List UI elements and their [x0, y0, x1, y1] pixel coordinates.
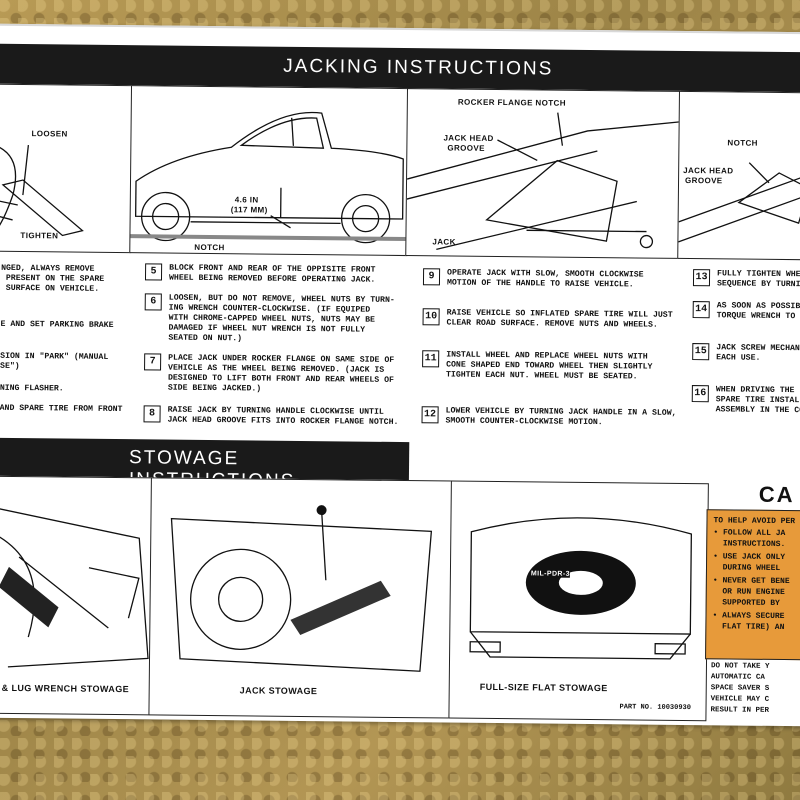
caution-line: • ALWAYS SECURE: [712, 611, 785, 622]
jack-stowage-drawing: [170, 505, 433, 672]
flat-stowage-caption: FULL-SIZE FLAT STOWAGE: [479, 681, 608, 694]
jack-head-right-label: JACK HEAD: [683, 165, 734, 176]
caution-line: SUPPORTED BY: [712, 598, 780, 608]
groove-right-label: GROOVE: [685, 175, 723, 186]
rocker-flange-notch-label: ROCKER FLANGE NOTCH: [457, 97, 566, 108]
caution-line: DURING WHEEL: [712, 563, 781, 573]
note-line: SPACE SAVER S: [710, 684, 770, 693]
tire-sidewall-text: MIL-PDR-3: [530, 570, 570, 578]
instruction-sticker: JACKING INSTRUCTIONS LOOSEN TIGHTEN 4.6 …: [0, 23, 800, 727]
step-fragment: SE"): [0, 361, 20, 372]
wheel-nut-drawing: [0, 144, 84, 237]
jack-head-label: JACK HEAD: [443, 133, 494, 143]
jack-notch-drawing: [406, 112, 680, 251]
step-fragment: SURFACE ON VEHICLE.: [0, 283, 100, 294]
step-fragment: E AND SET PARKING BRAKE: [0, 319, 114, 330]
caution-line: • FOLLOW ALL JA: [713, 528, 786, 539]
jack-lift-drawing: [678, 162, 800, 243]
note-line: RESULT IN PER: [710, 706, 770, 715]
caution-line: TO HELP AVOID PER: [713, 516, 796, 527]
loosen-label: LOOSEN: [31, 129, 68, 139]
part-number: PART NO. 10030930: [619, 703, 691, 713]
jack-label: JACK: [432, 237, 456, 247]
step-fragment: AND SPARE TIRE FROM FRONT: [0, 403, 123, 415]
caution-line: FLAT TIRE) AN: [712, 622, 785, 633]
caution-title: CA: [758, 481, 795, 508]
figure-jack-stowage: JACK STOWAGE: [148, 477, 453, 719]
measure-mm: (117 MM): [230, 205, 268, 215]
caution-box: TO HELP AVOID PER • FOLLOW ALL JA INSTRU…: [705, 509, 800, 661]
figure-lug-wrench-stowage: & LUG WRENCH STOWAGE: [0, 475, 153, 716]
figure-wheel-nuts: LOOSEN TIGHTEN: [0, 83, 134, 254]
tighten-label: TIGHTEN: [20, 231, 59, 241]
figure-car-side: 4.6 IN (117 MM) NOTCH: [129, 85, 410, 257]
caution-line: OR RUN ENGINE: [712, 587, 785, 598]
jacking-title: JACKING INSTRUCTIONS: [283, 55, 554, 80]
note-line: VEHICLE MAY C: [710, 695, 770, 704]
lug-wrench-drawing: [0, 506, 149, 668]
groove-label: GROOVE: [447, 143, 485, 153]
caution-line: • NEVER GET BENE: [712, 576, 790, 587]
notch-right-label: NOTCH: [727, 138, 758, 148]
caution-note: DO NOT TAKE Y AUTOMATIC CA SPACE SAVER S…: [710, 661, 800, 722]
note-line: DO NOT TAKE Y: [710, 662, 770, 671]
caution-line: INSTRUCTIONS.: [713, 539, 786, 550]
measure-inches: 4.6 IN: [234, 195, 259, 205]
jack-stowage-caption: JACK STOWAGE: [239, 685, 318, 697]
flat-stowage-drawing: [469, 517, 693, 660]
car-side-drawing: [130, 111, 407, 244]
notch-label: NOTCH: [194, 242, 225, 253]
figure-flat-stowage: MIL-PDR-3 FULL-SIZE FLAT STOWAGE PART NO…: [448, 480, 709, 722]
step-fragment: NING FLASHER.: [0, 383, 64, 394]
caution-line: • USE JACK ONLY: [713, 552, 786, 563]
note-line: AUTOMATIC CA: [710, 673, 765, 682]
figure-jack-lift: NOTCH JACK HEAD GROOVE: [677, 90, 800, 261]
lug-wrench-caption: & LUG WRENCH STOWAGE: [1, 682, 130, 695]
figure-jack-notch: ROCKER FLANGE NOTCH JACK HEAD GROOVE JAC…: [405, 88, 681, 259]
stowage-header-bar: STOWAGE INSTRUCTIONS: [0, 437, 410, 492]
